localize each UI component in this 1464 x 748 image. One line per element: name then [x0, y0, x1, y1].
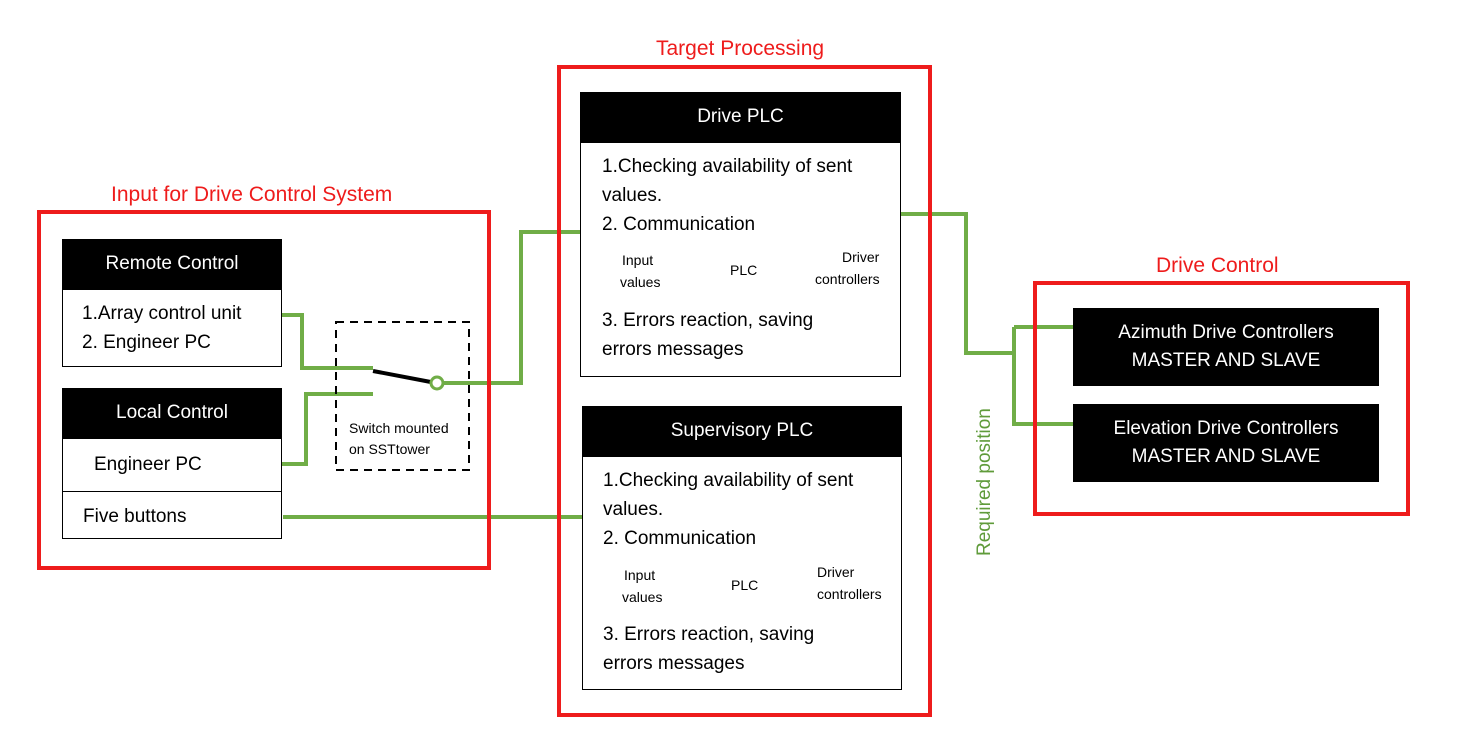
elevation-line: MASTER AND SLAVE [1131, 446, 1321, 467]
remote-control-item: 1.Array control unit [82, 303, 242, 324]
elevation-line: Elevation Drive Controllers [1113, 418, 1339, 439]
drive-group-box [1033, 281, 1410, 516]
target-group-box [557, 65, 932, 717]
supervisory-plc-text: 2. Communication [603, 528, 757, 549]
input-group-box [37, 210, 491, 570]
elevation-drive-controllers: Elevation Drive Controllers MASTER AND S… [1073, 404, 1379, 482]
supervisory-plc-driver-label: controllers [817, 586, 882, 602]
supervisory-plc-input-label: values [622, 589, 663, 605]
wire-local-to-switch [281, 392, 373, 466]
azimuth-line: MASTER AND SLAVE [1131, 350, 1321, 371]
wire-remote-to-switch [281, 313, 373, 370]
wire-to-azimuth [1012, 327, 1074, 426]
drive-plc-text: 3. Errors reaction, saving [602, 310, 814, 331]
supervisory-plc-header: Supervisory PLC [582, 406, 902, 456]
wire-drive-plc-to-controllers [900, 212, 1014, 355]
switch-lever [372, 369, 437, 385]
switch-label: Switch mounted [349, 420, 449, 436]
supervisory-plc-driver-label: Driver [817, 564, 855, 580]
local-control-five-buttons: Five buttons [83, 506, 187, 527]
supervisory-plc-plc-label: PLC [731, 577, 759, 593]
target-group-title: Target Processing [656, 37, 825, 60]
local-control-engineer-pc-cell [62, 438, 282, 492]
supervisory-plc-text: 3. Errors reaction, saving [603, 624, 815, 645]
required-position-label: Required position [974, 408, 995, 556]
drive-plc-text: values. [602, 185, 663, 206]
local-control-engineer-pc: Engineer PC [94, 454, 202, 475]
drive-plc-driver-label: Driver [842, 249, 880, 265]
supervisory-plc-input-label: Input [624, 567, 656, 583]
supervisory-plc-text: values. [603, 499, 664, 520]
wire-switch-to-drive-plc [440, 230, 582, 385]
azimuth-line: Azimuth Drive Controllers [1118, 322, 1334, 343]
drive-plc-plc-label: PLC [730, 262, 758, 278]
local-control-five-buttons-cell [62, 491, 282, 539]
supervisory-plc-body [582, 456, 902, 690]
remote-control-header: Remote Control [62, 239, 282, 289]
drive-plc-body [580, 142, 901, 377]
drive-group-title: Drive Control [1156, 254, 1279, 277]
switch-pivot [429, 375, 445, 391]
supervisory-plc-text: 1.Checking availability of sent [603, 470, 854, 491]
drive-plc-driver-label: controllers [815, 271, 880, 287]
switch-label: on SSTtower [349, 441, 430, 457]
drive-plc-text: 1.Checking availability of sent [602, 156, 853, 177]
input-group-title: Input for Drive Control System [111, 183, 393, 206]
drive-plc-input-label: Input [622, 252, 654, 268]
drive-plc-text: 2. Communication [602, 214, 756, 235]
local-control-header: Local Control [62, 388, 282, 438]
drive-plc-input-label: values [620, 274, 661, 290]
remote-control-item: 2. Engineer PC [82, 332, 211, 353]
drive-plc-header: Drive PLC [580, 92, 901, 142]
supervisory-plc-text: errors messages [603, 653, 745, 674]
drive-plc-text: errors messages [602, 339, 744, 360]
azimuth-drive-controllers: Azimuth Drive Controllers MASTER AND SLA… [1073, 308, 1379, 386]
remote-control-body [62, 289, 282, 367]
